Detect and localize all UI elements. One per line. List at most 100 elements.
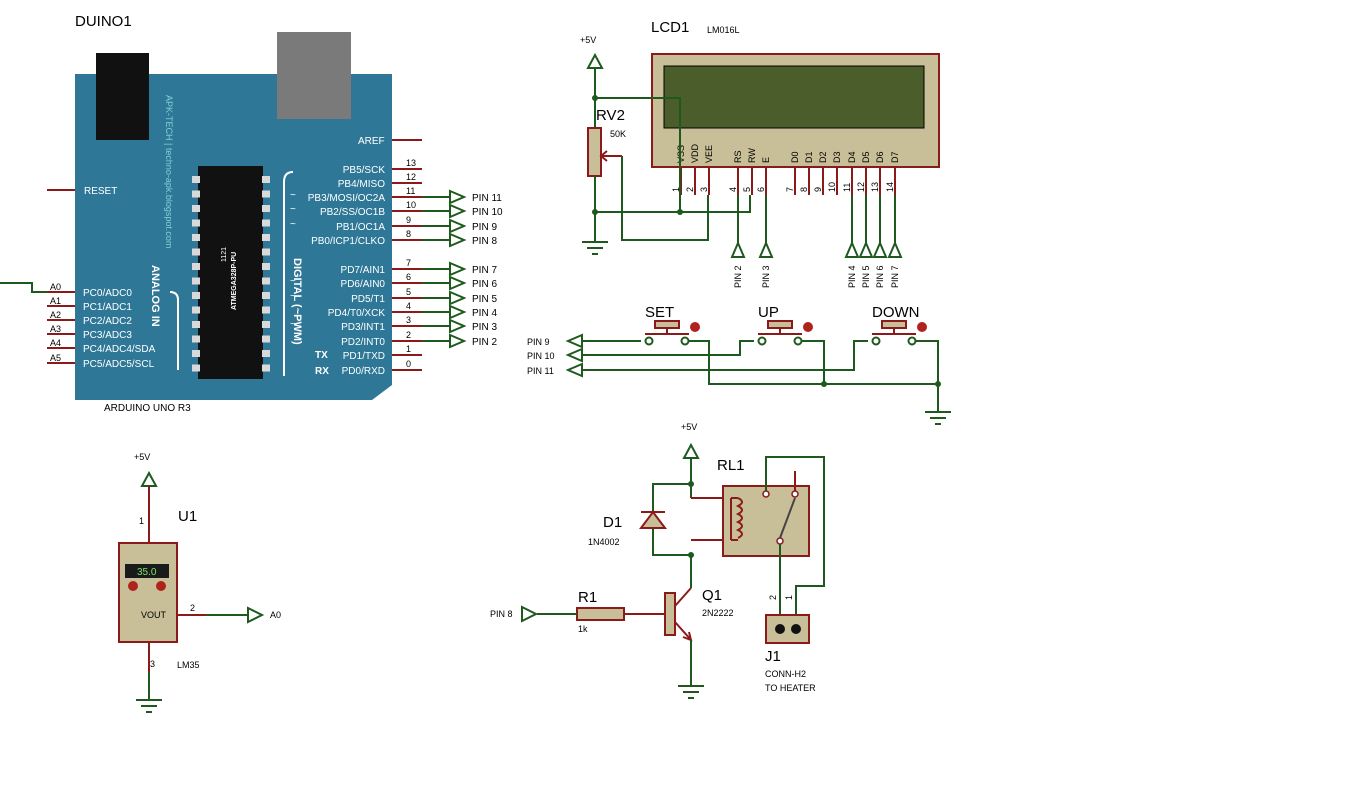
chip-leg: [262, 248, 270, 256]
lm35-down-icon[interactable]: [128, 581, 138, 591]
lcd-pin-number: 8: [799, 187, 809, 192]
lcd-pin-number: 6: [756, 187, 766, 192]
lcd-tag-arrow: [844, 240, 860, 258]
resistor-value: 1k: [578, 624, 588, 634]
button-terminal: [907, 336, 917, 346]
button-cap[interactable]: [767, 320, 793, 329]
tx-label: TX: [315, 350, 328, 361]
button-toggle-icon[interactable]: [803, 322, 813, 332]
net-tag-label: PIN 3: [472, 322, 497, 333]
lcd-pin-number: 10: [827, 182, 837, 192]
relay-ref: RL1: [717, 457, 745, 474]
analog-pin-label: PC3/ADC3: [83, 330, 132, 341]
net-tag-arrow: [449, 275, 467, 291]
analog-pin-label: PC2/ADC2: [83, 316, 132, 327]
pwm-tilde: ~: [290, 190, 296, 201]
net-tag-arrow: [449, 261, 467, 277]
relay-input-tag: PIN 8: [490, 609, 513, 619]
usb-port: [277, 32, 351, 119]
pwm-tilde: ~: [290, 291, 296, 302]
button-terminal: [757, 336, 767, 346]
chip-leg: [192, 306, 200, 314]
net-tag-arrow: [449, 318, 467, 334]
lm35-supply-arrow: [140, 470, 158, 487]
resistor-ref: R1: [578, 589, 597, 606]
svg-text:1: 1: [784, 595, 794, 600]
pwm-tilde: ~: [290, 276, 296, 287]
svg-text:1: 1: [139, 516, 144, 526]
chip-leg: [192, 190, 200, 198]
button-label: UP: [758, 304, 779, 321]
analog-pin-group: PC0/ADC0A0PC1/ADC1A1PC2/ADC2A2PC3/ADC3A3…: [0, 282, 156, 370]
button-cap[interactable]: [654, 320, 680, 329]
button-terminal: [644, 336, 654, 346]
chip-leg: [192, 335, 200, 343]
net-tag-label: PIN 6: [472, 279, 497, 290]
digital-pin-label: PD3/INT1: [341, 322, 385, 333]
svg-text:3: 3: [150, 659, 155, 669]
analog-pin-label: PC5/ADC5/SCL: [83, 359, 155, 370]
button-cap[interactable]: [881, 320, 907, 329]
lcd-pin-name: VDD: [690, 143, 700, 163]
relay-switch: [779, 497, 796, 539]
lm35-ref: U1: [178, 508, 197, 525]
chip-leg: [262, 263, 270, 270]
svg-text:2: 2: [190, 603, 195, 613]
chip-leg: [262, 234, 270, 241]
chip-leg: [262, 205, 270, 212]
chip-leg: [192, 277, 200, 285]
digital-pin-label: PD7/AIN1: [341, 265, 386, 276]
button-toggle-icon[interactable]: [690, 322, 700, 332]
chip-leg: [192, 321, 200, 328]
digital-pin-label: PD1/TXD: [343, 351, 385, 362]
lcd-pin-number: 2: [685, 187, 695, 192]
lcd-pin-number: 7: [785, 187, 795, 192]
digital-pin-label: PD4/T0/XCK: [328, 308, 386, 319]
button-terminal: [871, 336, 881, 346]
analog-pin-label: PC4/ADC4/SDA: [83, 344, 156, 355]
analog-bracket: [169, 291, 179, 370]
lm35-up-icon[interactable]: [156, 581, 166, 591]
rx-label: RX: [315, 366, 329, 377]
lcd-tag-label: PIN 3: [761, 265, 771, 288]
lcd-tag-arrow: [872, 240, 888, 258]
net-tag-arrow: [449, 232, 467, 248]
lcd-ref: LCD1: [651, 19, 689, 36]
lcd-pin-name: RS: [733, 150, 743, 163]
chip-leg: [262, 364, 270, 372]
analog-pin-number: A4: [50, 338, 61, 348]
lm35-model: LM35: [177, 660, 200, 670]
lm35-display: [125, 564, 169, 578]
net-tag-label: PIN 10: [472, 207, 503, 218]
chip-leg: [262, 292, 270, 299]
button-tag-label: PIN 11: [527, 366, 554, 376]
net-tag-label: PIN 9: [472, 222, 497, 233]
button-tag-label: PIN 10: [527, 351, 555, 361]
digital-pin-number: 1: [406, 344, 411, 354]
down-wire: [582, 340, 868, 371]
button-terminal: [793, 336, 803, 346]
analog-pin-number: A3: [50, 324, 61, 334]
digital-pin-number: 4: [406, 301, 411, 311]
net-tag-arrow: [449, 290, 467, 306]
digital-pin-label: PB1/OC1A: [336, 222, 385, 233]
digital-pin-number: 7: [406, 258, 411, 268]
analog-pin-number: A5: [50, 353, 61, 363]
analog-title: ANALOG IN: [149, 265, 161, 327]
lm35-output-arrow: [247, 606, 265, 624]
button-label: SET: [645, 304, 674, 321]
lcd-module: LCD1 LM016L VSS1VDD2VEE3RS4RW5E6D07D18D2…: [651, 19, 940, 288]
chip-leg: [192, 263, 200, 270]
chip-leg: [262, 306, 270, 314]
arduino-ref: DUINO1: [75, 13, 132, 30]
chip-leg: [192, 234, 200, 241]
net-tag-label: PIN 7: [472, 265, 497, 276]
reset-label: RESET: [84, 186, 117, 197]
power-jack: [96, 53, 149, 140]
button-toggle-icon[interactable]: [917, 322, 927, 332]
lcd-pin-number: 12: [856, 182, 866, 192]
diode-model: 1N4002: [588, 537, 620, 547]
